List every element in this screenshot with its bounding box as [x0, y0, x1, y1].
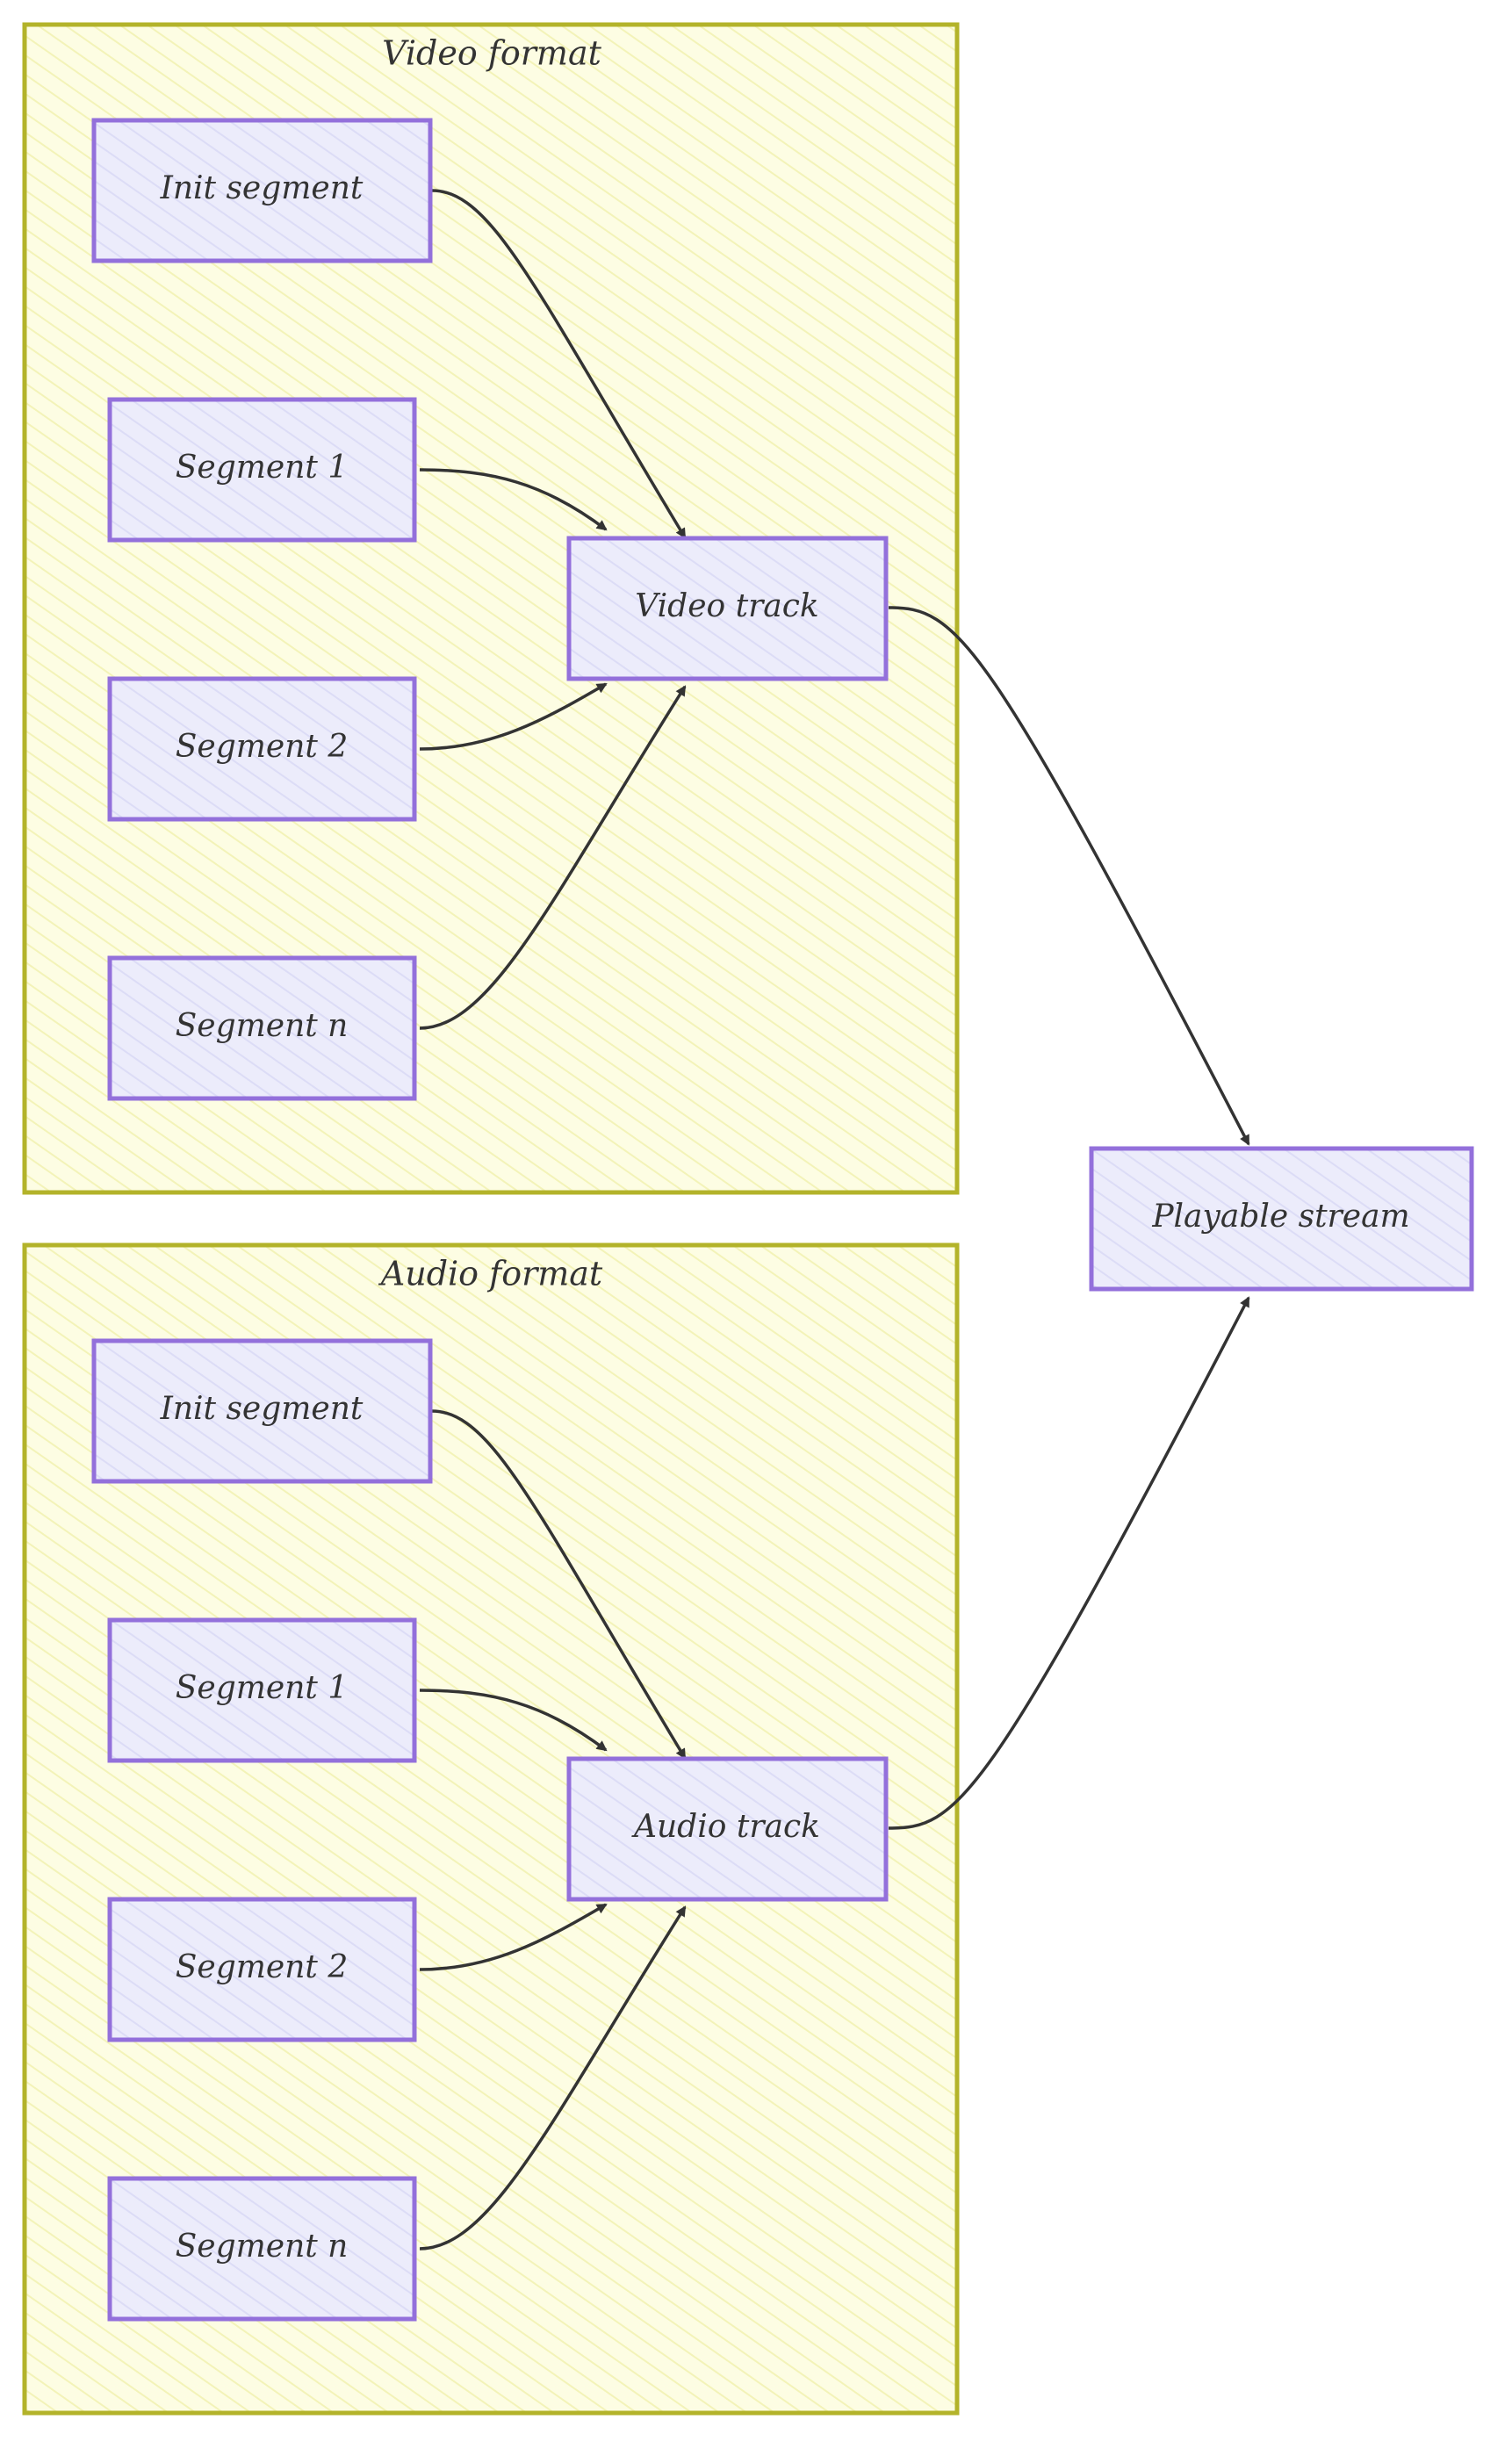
edge-audio-track-to-playable	[888, 1296, 1250, 1830]
edge-video-seg1-to-video-track	[419, 468, 608, 531]
node-label: Segment 2	[176, 1949, 348, 1985]
node-label: Init segment	[160, 170, 364, 206]
audio-segment-n-node[interactable]: Segment n	[107, 2176, 417, 2322]
node-label: Segment n	[176, 2229, 349, 2265]
video-format-label: Video format	[382, 34, 601, 73]
audio-init-segment-node[interactable]: Init segment	[91, 1338, 433, 1484]
audio-segment-1-node[interactable]: Segment 1	[107, 1617, 417, 1763]
edge-video-segn-to-video-track	[419, 685, 687, 1030]
audio-format-label: Audio format	[378, 1255, 603, 1293]
edge-video-seg2-to-video-track	[419, 682, 608, 751]
node-label: Video track	[635, 588, 818, 624]
edge-audio-seg2-to-audio-track	[419, 1903, 608, 1971]
video-init-segment-node[interactable]: Init segment	[91, 118, 433, 263]
edge-audio-segn-to-audio-track	[419, 1905, 687, 2251]
node-label: Segment n	[176, 1008, 349, 1044]
playable-stream-node[interactable]: Playable stream	[1089, 1146, 1474, 1292]
edges	[419, 189, 1250, 2251]
edge-video-init-to-video-track	[431, 189, 687, 539]
video-track-node[interactable]: Video track	[566, 536, 889, 681]
edge-audio-seg1-to-audio-track	[419, 1689, 608, 1752]
audio-track-node[interactable]: Audio track	[566, 1756, 889, 1902]
node-label: Playable stream	[1151, 1199, 1409, 1235]
node-label: Segment 2	[176, 729, 348, 765]
node-label: Audio track	[631, 1809, 820, 1845]
node-label: Segment 1	[176, 1670, 348, 1706]
node-label: Init segment	[160, 1391, 364, 1427]
audio-segment-2-node[interactable]: Segment 2	[107, 1897, 417, 2042]
edge-video-track-to-playable	[888, 606, 1250, 1146]
edge-audio-init-to-audio-track	[431, 1409, 687, 1760]
node-label: Segment 1	[176, 450, 348, 486]
video-segment-2-node[interactable]: Segment 2	[107, 676, 417, 822]
video-segment-1-node[interactable]: Segment 1	[107, 397, 417, 543]
video-segment-n-node[interactable]: Segment n	[107, 955, 417, 1101]
